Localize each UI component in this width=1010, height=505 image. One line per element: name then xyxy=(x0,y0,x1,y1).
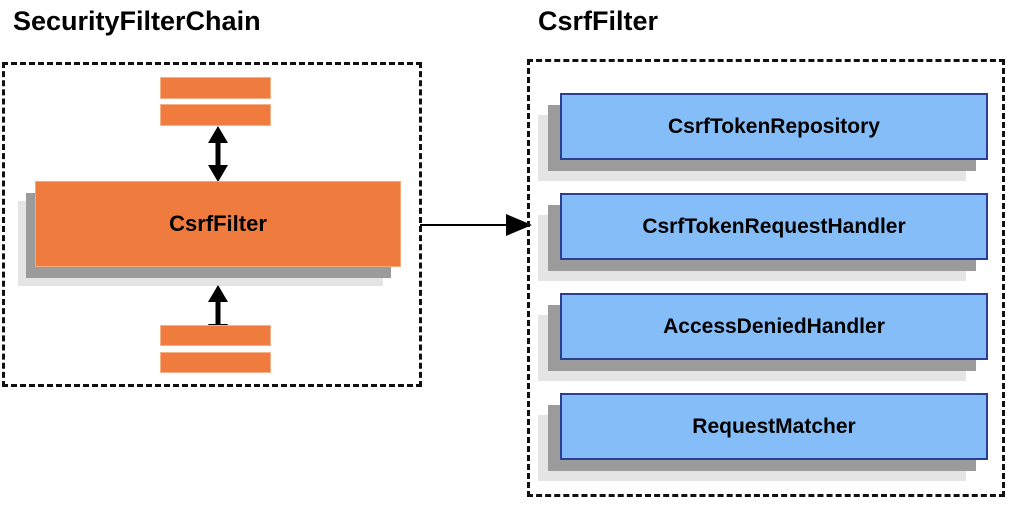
node-request-matcher: RequestMatcher xyxy=(538,393,1006,493)
filter-bar-lower-1 xyxy=(160,325,271,346)
node-request-matcher-label: RequestMatcher xyxy=(560,393,988,460)
node-access-denied-handler-label: AccessDeniedHandler xyxy=(560,293,988,360)
node-csrf-token-repository-label: CsrfTokenRepository xyxy=(560,93,988,160)
panel-csrf-filter xyxy=(527,59,1005,497)
panel-title-security-filter-chain: SecurityFilterChain xyxy=(13,6,261,36)
node-csrf-token-request-handler: CsrfTokenRequestHandler xyxy=(538,193,1006,293)
double-headed-arrow-upper xyxy=(208,126,228,182)
node-csrffilter: CsrfFilter xyxy=(18,181,403,286)
filter-bar-upper-2 xyxy=(160,104,271,126)
filter-bar-lower-2 xyxy=(160,352,271,373)
filter-bar-upper-1 xyxy=(160,77,271,99)
connector-arrow-icon xyxy=(420,214,532,236)
node-csrffilter-label: CsrfFilter xyxy=(35,181,401,267)
node-access-denied-handler: AccessDeniedHandler xyxy=(538,293,1006,393)
node-csrf-token-repository: CsrfTokenRepository xyxy=(538,93,1006,193)
node-csrf-token-request-handler-label: CsrfTokenRequestHandler xyxy=(560,193,988,260)
panel-title-csrf-filter: CsrfFilter xyxy=(538,6,659,36)
